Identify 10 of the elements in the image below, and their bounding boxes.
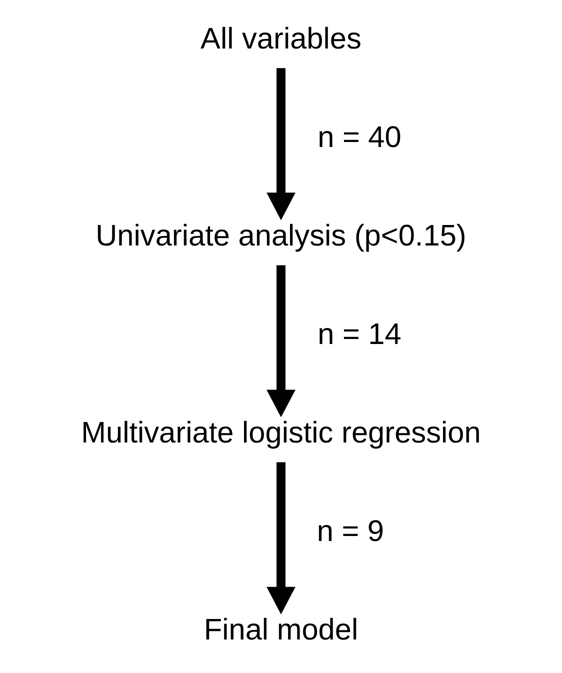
node-text: Univariate analysis (p<0.15) — [96, 219, 466, 252]
edge-label: n = 40 — [318, 120, 402, 154]
edge-label: n = 9 — [316, 515, 384, 548]
arrow — [266, 68, 296, 220]
arrow — [266, 462, 296, 614]
edge-label: n = 14 — [318, 318, 402, 351]
node-text: Final model — [204, 614, 358, 647]
node-text: Multivariate logistic regression — [81, 416, 481, 450]
node-text: All variables — [200, 22, 362, 56]
arrow — [266, 265, 296, 418]
